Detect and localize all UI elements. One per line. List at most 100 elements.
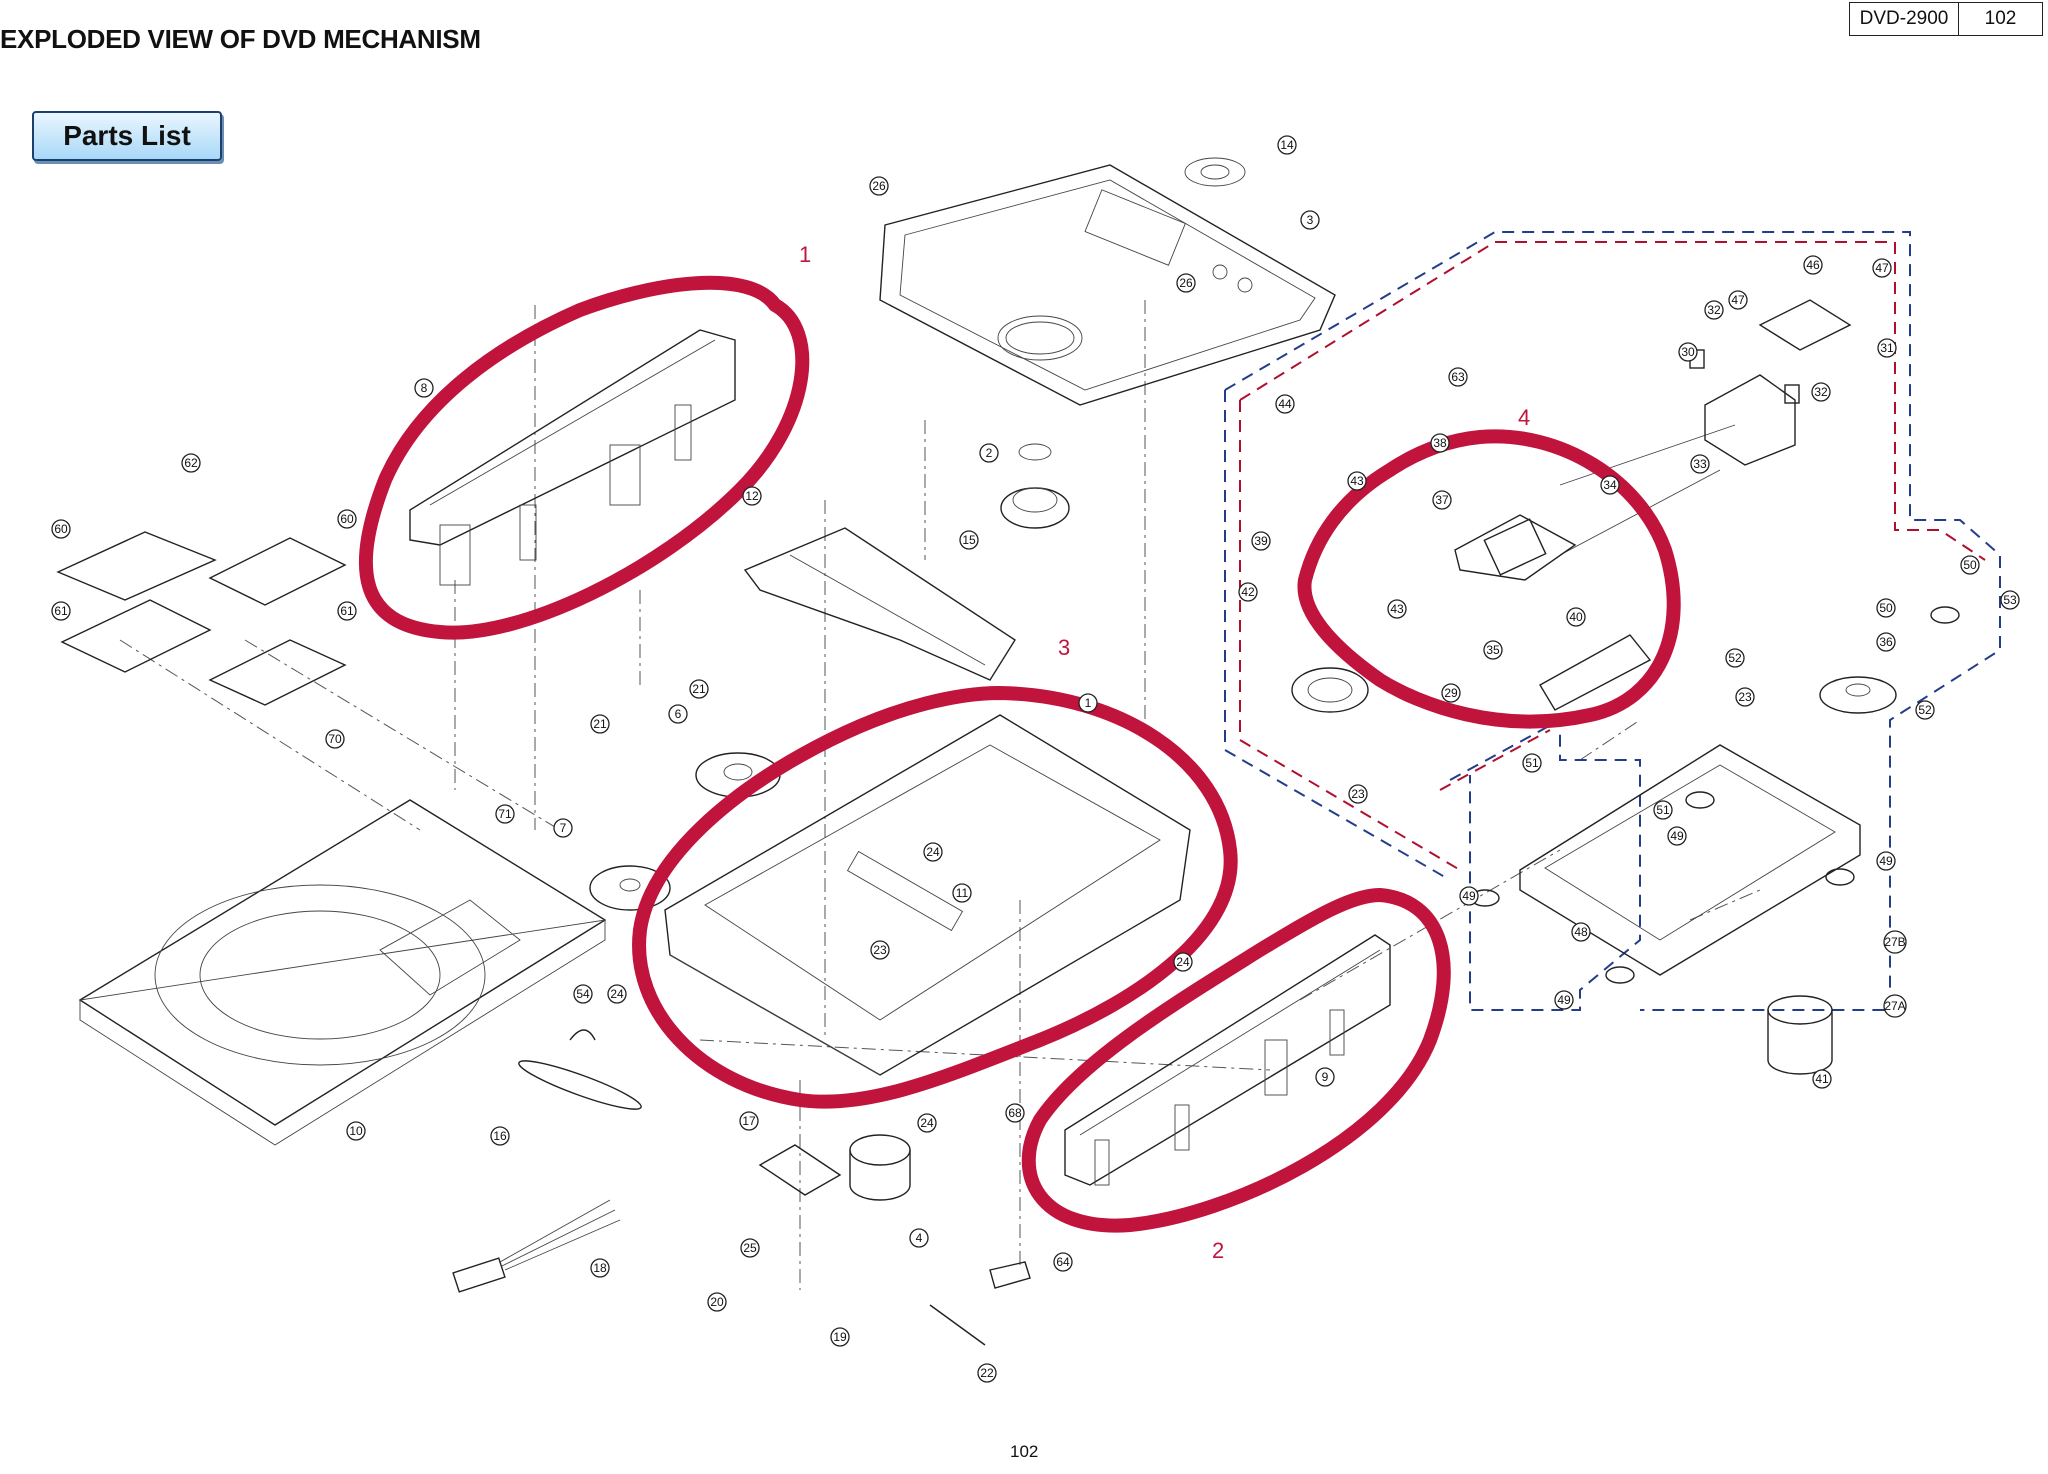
callout-14[interactable]: 14 [1277, 135, 1297, 155]
traverse-base [1470, 606, 1960, 1075]
callout-42[interactable]: 42 [1238, 582, 1258, 602]
callout-38[interactable]: 38 [1430, 433, 1450, 453]
callout-50a[interactable]: 50 [1960, 555, 1980, 575]
callout-11[interactable]: 11 [952, 883, 972, 903]
callout-4[interactable]: 4 [909, 1228, 929, 1248]
svg-text:21: 21 [593, 717, 607, 731]
svg-text:61: 61 [340, 604, 354, 618]
callout-27a[interactable]: 27A [1883, 994, 1907, 1018]
callout-23b[interactable]: 23 [1348, 784, 1368, 804]
callout-20[interactable]: 20 [707, 1292, 727, 1312]
callout-21b[interactable]: 21 [590, 714, 610, 734]
parts-list-button[interactable]: Parts List [32, 111, 222, 161]
callout-24a[interactable]: 24 [923, 842, 943, 862]
callout-43a[interactable]: 43 [1347, 471, 1367, 491]
callout-47a[interactable]: 47 [1728, 290, 1748, 310]
callout-70[interactable]: 70 [325, 729, 345, 749]
callout-15[interactable]: 15 [959, 530, 979, 550]
callout-54[interactable]: 54 [573, 984, 593, 1004]
svg-text:31: 31 [1880, 341, 1894, 355]
callout-24d[interactable]: 24 [917, 1113, 937, 1133]
callout-18[interactable]: 18 [590, 1258, 610, 1278]
callout-3[interactable]: 3 [1300, 210, 1320, 230]
callout-30[interactable]: 30 [1678, 342, 1698, 362]
svg-text:41: 41 [1815, 1072, 1829, 1086]
callout-32a[interactable]: 32 [1704, 300, 1724, 320]
callout-12[interactable]: 12 [742, 486, 762, 506]
svg-text:61: 61 [54, 604, 68, 618]
callout-62[interactable]: 62 [181, 453, 201, 473]
callout-71[interactable]: 71 [495, 804, 515, 824]
disc-tray [78, 799, 607, 1146]
svg-text:50: 50 [1879, 601, 1893, 615]
callout-16[interactable]: 16 [490, 1126, 510, 1146]
callout-36[interactable]: 36 [1876, 632, 1896, 652]
callout-68[interactable]: 68 [1005, 1103, 1025, 1123]
callout-2[interactable]: 2 [979, 443, 999, 463]
svg-text:53: 53 [2003, 593, 2017, 607]
callout-19[interactable]: 19 [830, 1327, 850, 1347]
callout-53[interactable]: 53 [2000, 590, 2020, 610]
callout-63[interactable]: 63 [1448, 367, 1468, 387]
callout-8[interactable]: 8 [414, 378, 434, 398]
callout-49a[interactable]: 49 [1459, 886, 1479, 906]
callout-6[interactable]: 6 [668, 704, 688, 724]
callout-35[interactable]: 35 [1483, 640, 1503, 660]
callout-22[interactable]: 22 [977, 1363, 997, 1383]
callout-48[interactable]: 48 [1571, 922, 1591, 942]
callout-47b[interactable]: 47 [1872, 258, 1892, 278]
callout-7[interactable]: 7 [553, 818, 573, 838]
callout-44[interactable]: 44 [1275, 394, 1295, 414]
callout-46[interactable]: 46 [1803, 255, 1823, 275]
callout-61a[interactable]: 61 [51, 601, 71, 621]
callout-49c[interactable]: 49 [1667, 826, 1687, 846]
callout-37[interactable]: 37 [1432, 490, 1452, 510]
svg-text:23: 23 [1351, 787, 1365, 801]
callout-52a[interactable]: 52 [1725, 648, 1745, 668]
callout-32b[interactable]: 32 [1811, 382, 1831, 402]
svg-text:14: 14 [1280, 138, 1294, 152]
annotation-label-3: 3 [1058, 635, 1070, 660]
callout-50b[interactable]: 50 [1876, 598, 1896, 618]
callout-60b[interactable]: 60 [337, 509, 357, 529]
callout-23c[interactable]: 23 [1735, 687, 1755, 707]
annotation-loop-3 [632, 686, 1238, 1109]
svg-text:25: 25 [743, 1241, 757, 1255]
callout-43b[interactable]: 43 [1387, 599, 1407, 619]
callout-25[interactable]: 25 [740, 1238, 760, 1258]
svg-text:26: 26 [872, 179, 886, 193]
callout-51a[interactable]: 51 [1522, 753, 1542, 773]
callout-34[interactable]: 34 [1600, 475, 1620, 495]
callout-40[interactable]: 40 [1566, 607, 1586, 627]
callout-10[interactable]: 10 [346, 1121, 366, 1141]
callout-33[interactable]: 33 [1690, 454, 1710, 474]
callout-31[interactable]: 31 [1877, 338, 1897, 358]
callout-61b[interactable]: 61 [337, 601, 357, 621]
callout-39[interactable]: 39 [1251, 531, 1271, 551]
callout-9[interactable]: 9 [1315, 1067, 1335, 1087]
callout-49d[interactable]: 49 [1876, 851, 1896, 871]
callout-49b[interactable]: 49 [1554, 990, 1574, 1010]
callout-29[interactable]: 29 [1441, 683, 1461, 703]
svg-text:49: 49 [1670, 829, 1684, 843]
svg-text:49: 49 [1462, 889, 1476, 903]
callout-52b[interactable]: 52 [1915, 700, 1935, 720]
svg-text:46: 46 [1806, 258, 1820, 272]
callout-60a[interactable]: 60 [51, 519, 71, 539]
svg-text:52: 52 [1918, 703, 1932, 717]
callout-64[interactable]: 64 [1053, 1252, 1073, 1272]
svg-text:47: 47 [1875, 261, 1889, 275]
svg-text:19: 19 [833, 1330, 847, 1344]
callout-26b[interactable]: 26 [1176, 273, 1196, 293]
callout-51b[interactable]: 51 [1653, 800, 1673, 820]
callout-17[interactable]: 17 [739, 1111, 759, 1131]
svg-text:11: 11 [956, 886, 969, 900]
callout-21a[interactable]: 21 [689, 679, 709, 699]
callout-24c[interactable]: 24 [1173, 952, 1193, 972]
callout-41[interactable]: 41 [1812, 1069, 1832, 1089]
callout-27b[interactable]: 27B [1883, 930, 1907, 954]
callout-24b[interactable]: 24 [607, 984, 627, 1004]
callout-23a[interactable]: 23 [870, 940, 890, 960]
callout-1[interactable]: 1 [1078, 693, 1098, 713]
callout-26a[interactable]: 26 [869, 176, 889, 196]
